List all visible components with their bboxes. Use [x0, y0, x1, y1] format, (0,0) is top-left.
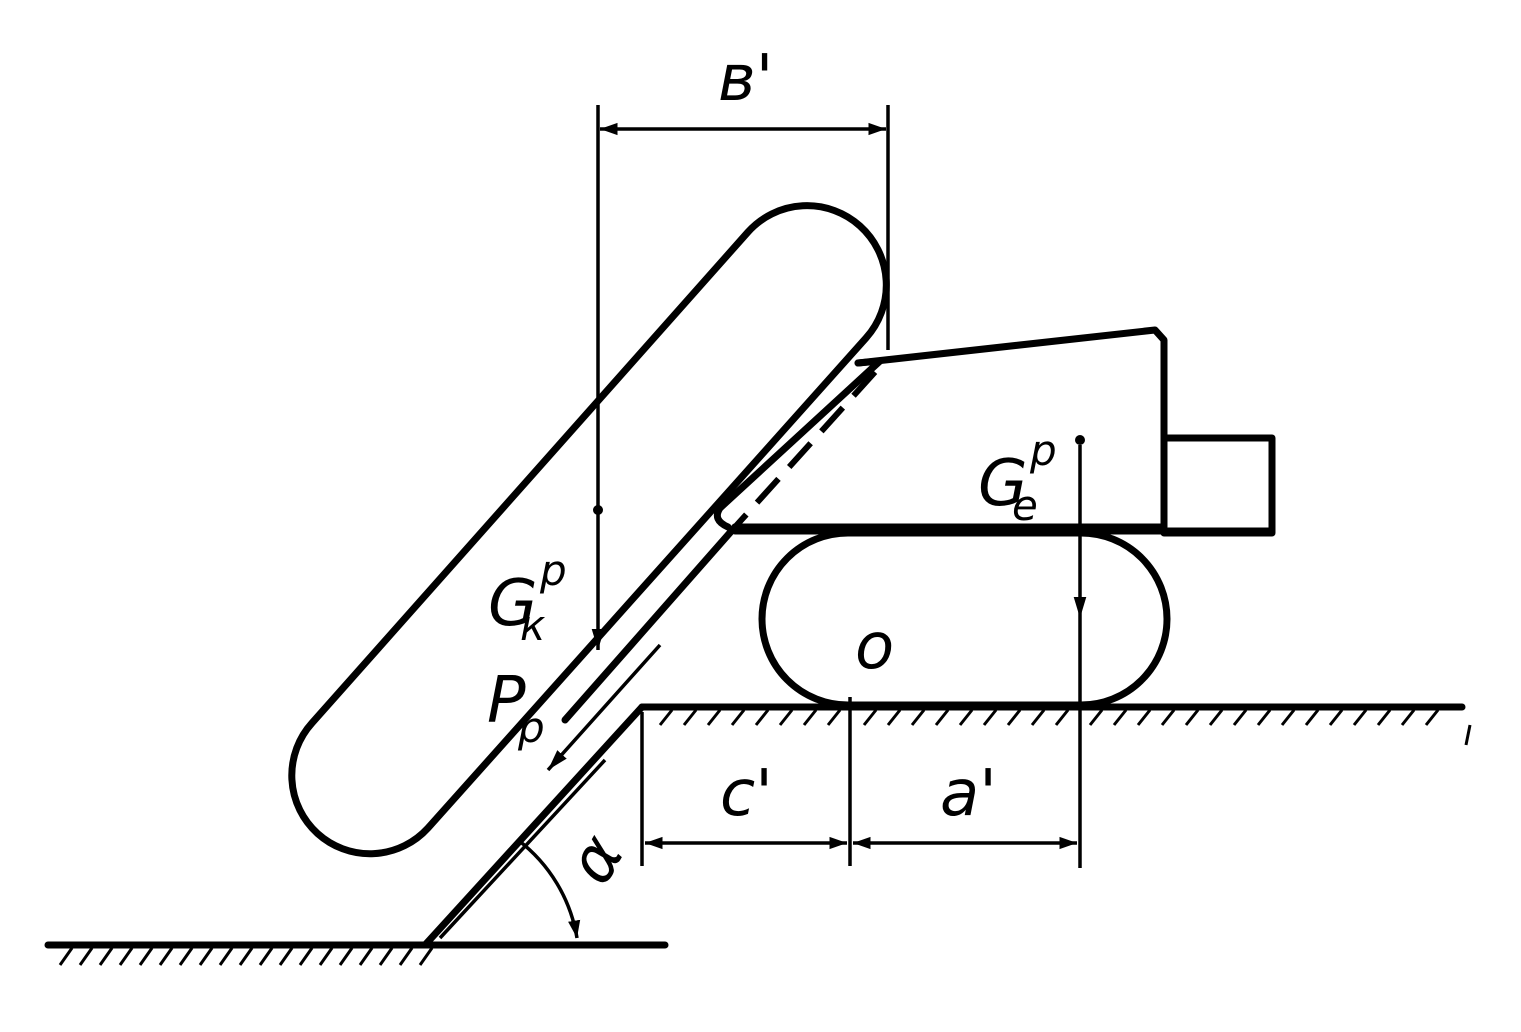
label-gk-sup: p: [539, 546, 567, 595]
conveyor-frame-dashed: [732, 369, 878, 530]
slope-hatch-line: [438, 758, 607, 940]
crawler-track: [758, 529, 1171, 709]
conveyor-frame: [561, 357, 884, 724]
slope-line: [421, 703, 646, 949]
inclined-conveyor: [288, 202, 890, 858]
label-pp-sub: p: [517, 703, 545, 752]
label-ge-sup: p: [1029, 426, 1057, 475]
label-gk-sub: к: [520, 601, 546, 650]
pp-force-arrow: [546, 643, 662, 772]
label-c-prime: c': [720, 757, 773, 831]
lower-ground-hatching: [58, 947, 434, 966]
label-alpha: α: [554, 823, 639, 897]
label-ge-sub: e: [1012, 481, 1038, 530]
label-b-prime: в': [718, 42, 773, 116]
label-o: o: [855, 610, 894, 684]
upper-ground-hatching: [658, 709, 1472, 746]
label-gk: G: [488, 567, 538, 641]
counterweight-box: [1160, 434, 1276, 537]
alpha-angle-arc: [516, 838, 581, 939]
label-a-prime: a': [940, 757, 997, 831]
machine-body: [731, 326, 1168, 531]
gk-point: [593, 505, 603, 515]
ge-point: [1075, 435, 1085, 445]
label-pp: P: [487, 664, 526, 738]
label-ge: G: [978, 447, 1028, 521]
